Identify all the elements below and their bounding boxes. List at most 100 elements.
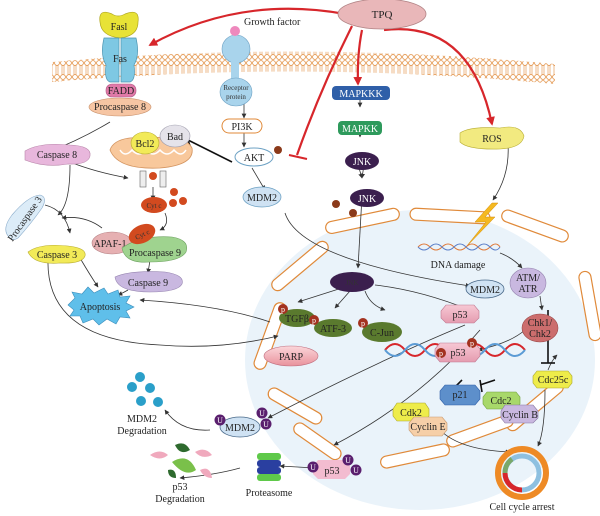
cell-cycle-arrest-label: Cell cycle arrest: [490, 502, 555, 513]
mdm2-degradation: MDM2 Degradation: [117, 372, 167, 437]
pi3k-label: PI3K: [231, 122, 253, 133]
caspase9-node: Caspase 9: [114, 271, 183, 293]
cyclin-b-label: Cyclin B: [502, 410, 538, 421]
p21-node: p21: [439, 384, 481, 406]
ubiquitin-marker: U: [259, 409, 265, 418]
dna-damage-label: DNA damage: [431, 260, 486, 271]
fas-receptor: Fasl Fas FADD Procaspase 8: [88, 11, 152, 117]
fas-label: Fas: [113, 54, 127, 65]
tpq-label: TPQ: [372, 9, 393, 21]
receptor-protein-label-2: protein: [226, 93, 246, 101]
caspase3-node: Caspase 3: [27, 244, 86, 264]
procaspase9-label: Procaspase 9: [129, 248, 181, 259]
p53-degradation-label-2: Degradation: [155, 494, 204, 505]
mdm2-nuclear-node: MDM2: [465, 279, 505, 299]
cdc25c-node: Cdc25c: [532, 370, 573, 389]
phospho-marker: p: [470, 339, 474, 348]
akt-node: AKT: [234, 146, 282, 167]
cdk2-label: Cdk2: [400, 408, 422, 419]
pi3k-node: PI3K: [221, 118, 263, 134]
cytc-node: Cyt c: [141, 197, 167, 213]
atm-atr-node: ATM/ ATR: [509, 267, 547, 299]
cell-cycle-icon: Cell cycle arrest: [490, 446, 555, 513]
mdm2-degradation-label-1: MDM2: [127, 414, 157, 425]
cell-membrane: [52, 51, 555, 84]
dna-damage: DNA damage: [417, 202, 501, 271]
caspase8-node: Caspase 8: [24, 143, 91, 166]
atf3-node: ATF-3 p: [309, 315, 352, 337]
fadd-label: FADD: [108, 86, 134, 97]
jnk-nuclear-node: JNK: [330, 272, 374, 292]
lightning-icon: [465, 202, 499, 248]
procaspase9-node: Procaspase 9 Cyt c: [121, 223, 187, 263]
nucleus: [245, 207, 600, 510]
atf3-label: ATF-3: [320, 324, 346, 335]
mapkkk-node: MAPKKK: [332, 86, 390, 100]
apoptosis-label: Apoptosis: [80, 302, 121, 313]
cjun-node: C-Jun p: [358, 318, 402, 342]
growth-factor-label: Growth factor: [244, 17, 301, 28]
cdc2-label: Cdc2: [490, 396, 511, 407]
bcl2-label: Bcl2: [136, 139, 155, 150]
mdm2-cyto-label: MDM2: [247, 193, 277, 204]
caspase3-label: Caspase 3: [37, 250, 77, 261]
p53-nuc-label: p53: [453, 310, 468, 321]
jnk2-node: JNK: [332, 189, 384, 217]
p53-degradation-label-1: p53: [173, 482, 188, 493]
mdm2-cytoplasm-node: MDM2: [242, 186, 282, 208]
mdm2-ub-label: MDM2: [225, 423, 255, 434]
caspase8-label: Caspase 8: [37, 150, 77, 161]
parp-node: PARP: [263, 345, 319, 367]
caspase9-label: Caspase 9: [128, 278, 168, 289]
fasl-label: Fasl: [111, 22, 128, 33]
parp-label: PARP: [279, 352, 304, 363]
mdm2-ubiquitinated-node: MDM2 U U U: [214, 407, 272, 438]
ubiquitin-marker: U: [217, 416, 223, 425]
chk-label-2: Chk2: [529, 329, 551, 340]
proteasome: Proteasome: [246, 453, 293, 499]
cdc25c-label: Cdc25c: [538, 375, 569, 386]
receptor-protein-label-1: Receptor: [223, 84, 249, 92]
tgfb-label: TGFβ: [285, 314, 309, 325]
mdm2-degradation-label-2: Degradation: [117, 426, 166, 437]
procaspase8-label: Procaspase 8: [94, 102, 146, 113]
p53-ubiquitinated-node: p53 U U U: [307, 454, 362, 479]
ros-node: ROS: [459, 126, 525, 150]
jnk1-node: JNK: [345, 152, 379, 170]
p53-ub-label: p53: [325, 466, 340, 477]
ubiquitin-marker: U: [263, 420, 269, 429]
chk-label-1: Chk1/: [528, 318, 553, 329]
tpq-effect-lines: [148, 7, 495, 160]
ros-label: ROS: [482, 134, 501, 145]
jnk2-label: JNK: [358, 194, 377, 205]
procaspase3-node: Procaspase 3: [5, 194, 45, 244]
growth-factor-receptor: Growth factor Receptor protein: [219, 17, 301, 107]
p53-phos-label: p53: [451, 348, 466, 359]
bad-label: Bad: [167, 132, 183, 143]
apaf1-label: APAF-1: [94, 239, 127, 250]
tgfb-node: TGFβ p: [278, 304, 315, 327]
p21-label: p21: [453, 390, 468, 401]
jnk-nuc-label: JNK: [346, 279, 359, 287]
ubiquitin-marker: U: [310, 463, 316, 472]
atm-atr-label-1: ATM/: [516, 273, 540, 284]
phospho-marker: p: [361, 319, 365, 328]
phospho-marker: p: [312, 316, 316, 325]
cyclin-e-label: Cyclin E: [410, 422, 445, 433]
cyclin-e-node: Cyclin E: [408, 416, 448, 437]
tpq-node: TPQ: [337, 0, 427, 30]
p53-phosphorylated-node: p53 p p: [434, 338, 481, 363]
phospho-marker: p: [281, 305, 285, 314]
ubiquitin-marker: U: [345, 456, 351, 465]
cytc1-label: Cyt c: [147, 202, 162, 210]
ubiquitin-marker: U: [353, 466, 359, 475]
cyclin-b-node: Cyclin B: [500, 404, 539, 424]
p53-nuclear-node: p53: [440, 304, 480, 324]
chk1-chk2-node: Chk1/ Chk2: [521, 313, 559, 343]
cjun-label: C-Jun: [370, 328, 394, 339]
phospho-marker: p: [439, 349, 443, 358]
mapkk-node: MAPKK: [338, 121, 382, 135]
proteasome-label: Proteasome: [246, 488, 293, 499]
mdm2-nuc-label: MDM2: [470, 285, 500, 296]
